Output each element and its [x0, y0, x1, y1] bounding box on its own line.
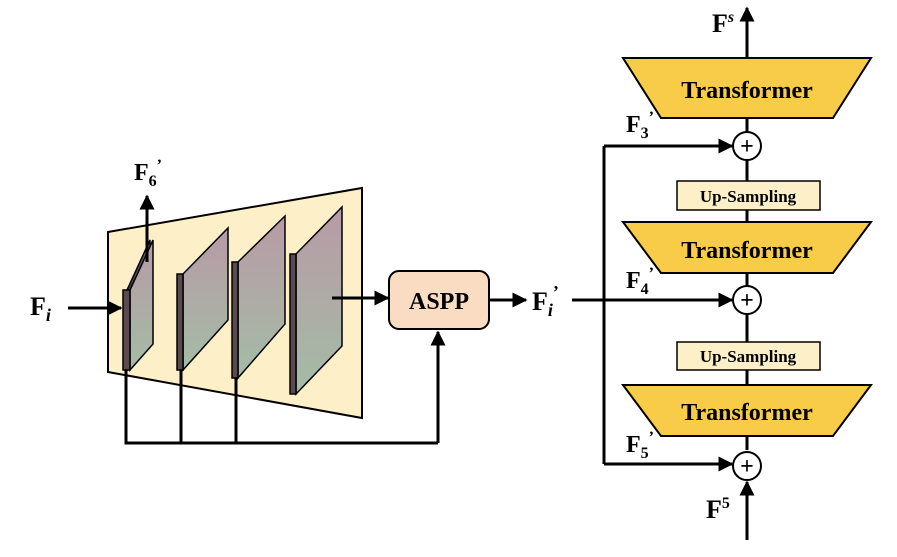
adder-4: + [732, 285, 762, 315]
skip-label-3: F3’ [626, 109, 654, 142]
svg-text:+: + [740, 134, 754, 160]
transformer-block-2: Transformer [621, 221, 873, 274]
svg-text:Up-Sampling: Up-Sampling [700, 347, 797, 366]
side-output-label: F6’ [134, 157, 162, 190]
svg-text:Up-Sampling: Up-Sampling [700, 187, 797, 206]
aspp-label: ASPP [409, 289, 469, 315]
upsampling-block-1: Up-Sampling [676, 180, 821, 211]
feature-plate-4 [289, 205, 343, 396]
svg-text:Transformer: Transformer [681, 78, 813, 104]
svg-text:F5: F5 [706, 495, 730, 524]
adder-5: + [732, 451, 762, 481]
feature-plate-3 [231, 214, 286, 381]
svg-text:+: + [740, 288, 754, 314]
transformer-block-3: Transformer [621, 384, 873, 437]
svg-text:Transformer: Transformer [681, 400, 813, 426]
svg-text:Fi: Fi [30, 292, 51, 325]
feature-plate-2 [176, 226, 229, 372]
svg-text:Fs: Fs [712, 9, 734, 38]
svg-text:Fi’: Fi’ [532, 282, 559, 320]
aspp-block [388, 270, 490, 330]
adder-3: + [732, 131, 762, 161]
transformer-block-1: Transformer [621, 57, 873, 119]
aspp-output-label: Fi’ [532, 282, 559, 320]
upsampling-block-2: Up-Sampling [676, 341, 821, 371]
skip-bus [124, 370, 438, 445]
svg-text:F6’: F6’ [134, 157, 162, 190]
svg-text:F5’: F5’ [626, 429, 654, 462]
svg-text:Transformer: Transformer [681, 238, 813, 264]
svg-text:+: + [740, 454, 754, 480]
skip-label-4: F4’ [626, 265, 654, 298]
svg-text:F4’: F4’ [626, 265, 654, 298]
svg-text:F3’: F3’ [626, 109, 654, 142]
encoder-input-label: Fi [30, 292, 51, 325]
top-output-label: Fs [712, 9, 734, 38]
bottom-input-label: F5 [706, 495, 730, 524]
skip-label-5: F5’ [626, 429, 654, 462]
feature-plate-1 [122, 239, 154, 372]
